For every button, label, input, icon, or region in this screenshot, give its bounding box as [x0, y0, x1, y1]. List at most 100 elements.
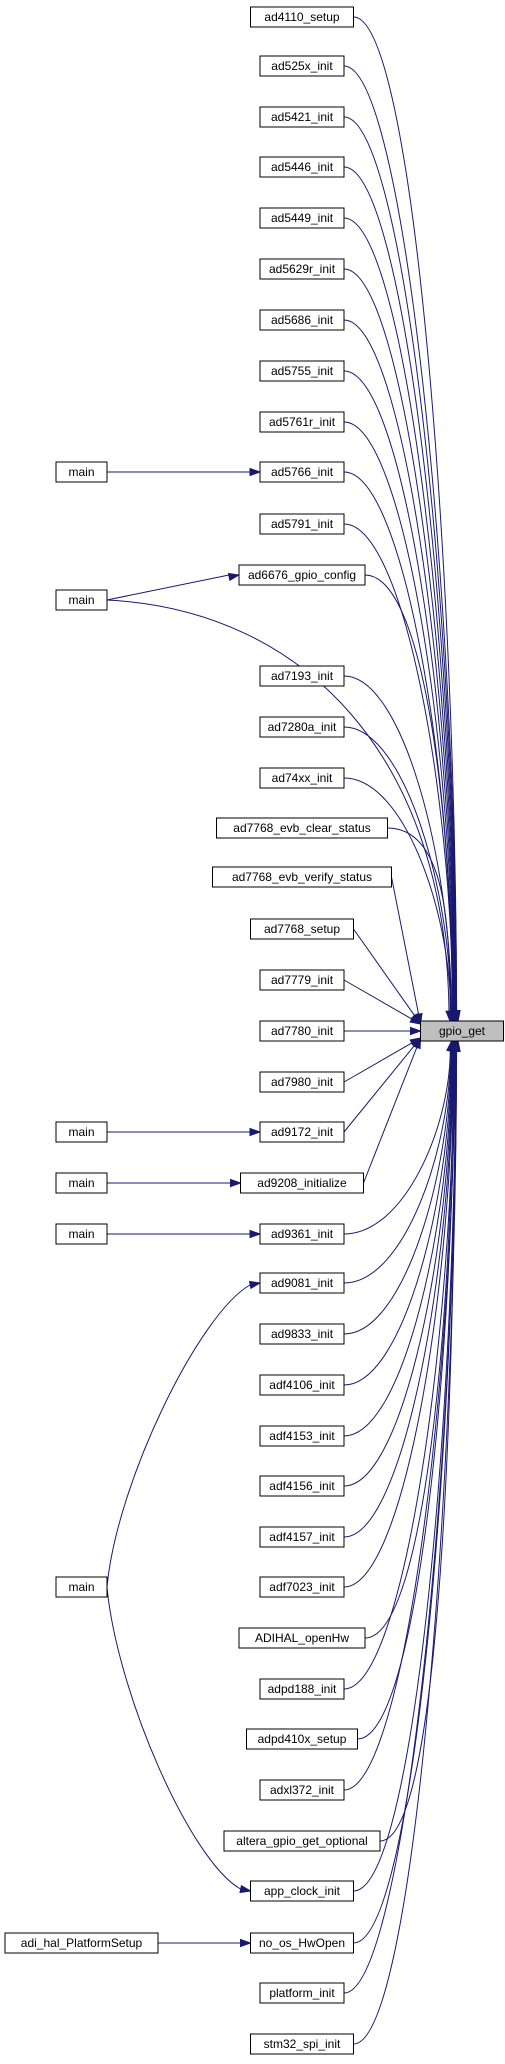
caller-node-ad7280a_init[interactable]: ad7280a_init — [259, 716, 345, 738]
caller-node-adf4106_init-box — [259, 1374, 345, 1396]
caller-node-ad7768_setup-box — [250, 918, 354, 940]
caller-node-altera_gpio_get_optional[interactable]: altera_gpio_get_optional — [223, 1830, 381, 1852]
edge-ad7193_init-to-gpio_get — [343, 675, 456, 1023]
caller-node-ad7193_init[interactable]: ad7193_init — [259, 665, 345, 687]
caller-node-ad7768_evb_verify_status-label: ad7768_evb_verify_status — [232, 870, 372, 884]
caller-node-ADIHAL_openHw[interactable]: ADIHAL_openHw — [238, 1627, 366, 1649]
caller-node-adf4156_init[interactable]: adf4156_init — [259, 1475, 345, 1497]
caller-node-ad5761r_init[interactable]: ad5761r_init — [259, 411, 345, 433]
edge-stm32_spi_init-to-gpio_get-line — [353, 1050, 458, 2045]
second-level-node-main-5-label: main — [68, 1227, 94, 1241]
caller-node-no_os_HwOpen[interactable]: no_os_HwOpen — [250, 1932, 354, 1954]
caller-node-ad7779_init[interactable]: ad7779_init — [259, 969, 345, 991]
edge-ad74xx_init-to-gpio_get-line — [343, 777, 452, 1012]
caller-node-ad4110_setup-box — [250, 6, 354, 28]
edge-adf4157_init-to-gpio_get-line — [343, 1050, 454, 1538]
edge-ad7779_init-to-gpio_get — [343, 979, 422, 1025]
edge-main2-to-ad6676_gpio_config-arrowhead — [227, 572, 241, 582]
edge-ad7768_setup-to-gpio_get-line — [353, 928, 416, 1017]
caller-node-adpd188_init-box — [259, 1678, 345, 1700]
caller-node-ad9081_init-label: ad9081_init — [271, 1276, 334, 1290]
edge-ad7768_evb_clear_status-to-gpio_get-line — [387, 827, 451, 1012]
caller-node-ad9361_init[interactable]: ad9361_init — [259, 1223, 345, 1245]
second-level-node-main-5[interactable]: main — [55, 1223, 108, 1245]
edge-adf4106_init-to-gpio_get-line — [343, 1050, 453, 1386]
caller-node-adf4157_init-box — [259, 1526, 345, 1548]
caller-node-ad5686_init[interactable]: ad5686_init — [259, 309, 345, 331]
caller-node-adf7023_init[interactable]: adf7023_init — [259, 1576, 345, 1598]
target-node-gpio_get-box — [420, 1020, 504, 1042]
second-level-node-main-6[interactable]: main — [55, 1576, 108, 1598]
caller-node-altera_gpio_get_optional-label: altera_gpio_get_optional — [236, 1834, 367, 1848]
caller-node-ad5791_init[interactable]: ad5791_init — [259, 513, 345, 535]
caller-node-ad7768_setup[interactable]: ad7768_setup — [250, 918, 354, 940]
caller-node-adpd188_init[interactable]: adpd188_init — [259, 1678, 345, 1700]
caller-node-app_clock_init[interactable]: app_clock_init — [250, 1880, 354, 1902]
caller-node-ad5755_init[interactable]: ad5755_init — [259, 360, 345, 382]
second-level-node-main-3[interactable]: main — [55, 1121, 108, 1143]
second-level-node-main-1-box — [55, 461, 108, 483]
edge-ad9361_init-to-gpio_get — [343, 1039, 455, 1235]
second-level-node-main-2-box — [55, 589, 108, 611]
edge-ad9081_init-to-gpio_get-line — [343, 1050, 452, 1284]
caller-node-ad7768_evb_clear_status-box — [216, 817, 388, 839]
target-node-gpio_get[interactable]: gpio_get — [420, 1020, 504, 1042]
caller-node-ad9833_init[interactable]: ad9833_init — [259, 1323, 345, 1345]
caller-node-ad5766_init[interactable]: ad5766_init — [259, 461, 345, 483]
caller-node-ad5421_init[interactable]: ad5421_init — [259, 106, 345, 128]
caller-node-ad9361_init-label: ad9361_init — [271, 1227, 334, 1241]
edge-ad9833_init-to-gpio_get-line — [343, 1050, 452, 1335]
caller-node-ad9172_init[interactable]: ad9172_init — [259, 1121, 345, 1143]
edge-main6-to-app_clock_init-arrowhead — [239, 1884, 252, 1894]
caller-node-adf4106_init[interactable]: adf4106_init — [259, 1374, 345, 1396]
caller-node-adpd410x_setup[interactable]: adpd410x_setup — [246, 1728, 358, 1750]
caller-node-stm32_spi_init[interactable]: stm32_spi_init — [250, 2033, 354, 2055]
caller-node-ADIHAL_openHw-label: ADIHAL_openHw — [255, 1631, 349, 1645]
caller-node-ad5446_init-box — [259, 156, 345, 178]
edge-main3-to-ad9172_init — [107, 1127, 262, 1137]
caller-node-ad5791_init-box — [259, 513, 345, 535]
caller-node-ad9208_initialize-box — [240, 1172, 364, 1194]
caller-node-adf4153_init-label: adf4153_init — [269, 1429, 335, 1443]
second-level-node-main-3-box — [55, 1121, 108, 1143]
edge-ad7780_init-to-gpio_get — [344, 1026, 423, 1036]
caller-node-ad74xx_init[interactable]: ad74xx_init — [259, 767, 345, 789]
edge-adpd188_init-to-gpio_get-line — [343, 1050, 455, 1690]
caller-node-ad525x_init[interactable]: ad525x_init — [259, 55, 345, 77]
edge-ad5629r_init-to-gpio_get-line — [343, 268, 456, 1012]
edge-ad7980_init-to-gpio_get — [343, 1037, 422, 1083]
caller-node-ad6676_gpio_config[interactable]: ad6676_gpio_config — [238, 564, 366, 586]
second-level-node-main-2[interactable]: main — [55, 589, 108, 611]
second-level-node-main-4[interactable]: main — [55, 1172, 108, 1194]
caller-node-ad7768_evb_verify_status[interactable]: ad7768_evb_verify_status — [212, 866, 392, 888]
caller-node-ad9208_initialize[interactable]: ad9208_initialize — [240, 1172, 364, 1194]
caller-node-ad9081_init[interactable]: ad9081_init — [259, 1272, 345, 1294]
caller-node-app_clock_init-box — [250, 1880, 354, 1902]
caller-node-ad5629r_init[interactable]: ad5629r_init — [259, 258, 345, 280]
caller-node-ad7779_init-box — [259, 969, 345, 991]
caller-node-ad5766_init-label: ad5766_init — [271, 465, 334, 479]
caller-node-ad5755_init-box — [259, 360, 345, 382]
second-level-node-main-1[interactable]: main — [55, 461, 108, 483]
edge-adf4157_init-to-gpio_get — [343, 1039, 457, 1538]
second-level-node-adi_hal_PlatformSetup-7[interactable]: adi_hal_PlatformSetup — [4, 1932, 159, 1954]
caller-node-adf4153_init-box — [259, 1425, 345, 1447]
edge-adxl372_init-to-gpio_get-line — [343, 1050, 456, 1791]
caller-node-ad5446_init[interactable]: ad5446_init — [259, 156, 345, 178]
caller-node-platform_init[interactable]: platform_init — [259, 1982, 345, 2004]
caller-node-ad6676_gpio_config-label: ad6676_gpio_config — [248, 568, 356, 582]
caller-node-ad5449_init[interactable]: ad5449_init — [259, 207, 345, 229]
caller-node-ad4110_setup[interactable]: ad4110_setup — [250, 6, 354, 28]
caller-node-adf4157_init[interactable]: adf4157_init — [259, 1526, 345, 1548]
caller-node-ad7768_evb_clear_status[interactable]: ad7768_evb_clear_status — [216, 817, 388, 839]
second-level-node-main-1-label: main — [68, 465, 94, 479]
edge-ad7280a_init-to-gpio_get-line — [343, 726, 452, 1012]
caller-node-ad7780_init[interactable]: ad7780_init — [259, 1020, 345, 1042]
edge-ad5446_init-to-gpio_get-line — [343, 166, 457, 1012]
caller-node-adf4153_init[interactable]: adf4153_init — [259, 1425, 345, 1447]
caller-node-ad7980_init[interactable]: ad7980_init — [259, 1071, 345, 1093]
caller-node-ad7768_setup-label: ad7768_setup — [264, 922, 340, 936]
edge-main6-to-app_clock_init — [106, 1586, 252, 1894]
caller-node-ad5629r_init-box — [259, 258, 345, 280]
caller-node-adxl372_init[interactable]: adxl372_init — [259, 1779, 345, 1801]
